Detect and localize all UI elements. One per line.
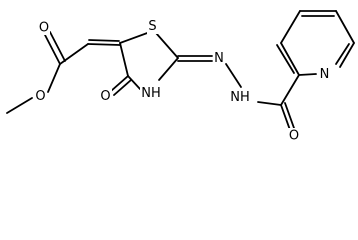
bond-amide-carbonyl-2 <box>284 102 295 129</box>
atom-o-methoxy: O <box>34 89 47 104</box>
atom-n-hydrazone-label: N <box>214 51 224 66</box>
bond-nh-amide <box>257 101 282 106</box>
bond-ester-carbonyl-2 <box>49 31 66 62</box>
atom-s-ring-label: S <box>148 19 156 34</box>
bond-n3-c4 <box>127 75 141 90</box>
bond-layer <box>6 10 355 131</box>
atom-o-ring-ketone-label: O <box>100 89 110 104</box>
bond-s-c2 <box>155 32 179 59</box>
bond-amide-carbonyl-1 <box>280 104 291 131</box>
atom-nh-ring: NH <box>140 86 162 101</box>
bond-exocyclic-2 <box>88 39 120 42</box>
bond-ring-ketone-1 <box>110 75 129 92</box>
bond-exocyclic-1 <box>87 43 121 46</box>
atom-o-ester-carbonyl-label: O <box>39 21 49 36</box>
bond-py-c2-n <box>298 73 317 76</box>
atom-o-ring-ketone: O <box>99 89 112 104</box>
bond-py-c2-c3-1 <box>280 42 300 76</box>
bond-c2-n3 <box>158 57 179 81</box>
atom-nh-hydrazide: NH <box>228 90 254 105</box>
atom-o-methoxy-label: O <box>35 89 45 104</box>
bond-ring-ketone-2 <box>113 79 132 96</box>
bond-ester-vinyl <box>59 43 89 65</box>
atom-n-pyridine: N <box>318 67 331 82</box>
bond-ester-carbonyl-1 <box>44 34 61 65</box>
atom-o-amide-label: O <box>289 129 299 144</box>
bond-o-ester-carbon <box>47 63 61 93</box>
atom-label-layer: O O S O NH N N NH <box>34 19 331 144</box>
bond-py-c6-n-2 <box>335 43 350 65</box>
atom-o-amide: O <box>287 128 301 144</box>
bond-amide-pyridine <box>280 74 300 106</box>
atom-n-pyridine-label: N <box>320 67 330 82</box>
bond-py-c5-c6 <box>335 10 355 44</box>
bond-c4-c5 <box>119 42 129 77</box>
bond-py-c3-c4 <box>280 10 301 44</box>
bond-c5-s <box>119 31 151 44</box>
atom-o-ester-carbonyl: O <box>38 21 50 36</box>
atom-s-ring: S <box>147 19 158 34</box>
bond-py-c6-n-1 <box>339 42 355 68</box>
bond-py-c2-c3-2 <box>276 44 295 74</box>
atom-n-hydrazone: N <box>213 51 225 66</box>
molecule-structure-diagram: O O S O NH N N NH <box>6 10 355 144</box>
atom-nh-ring-label: NH <box>141 86 161 101</box>
bond-methyl-o <box>6 97 33 114</box>
bond-n-nh <box>225 63 242 88</box>
atom-nh-hydrazide-label: NH <box>230 90 250 105</box>
